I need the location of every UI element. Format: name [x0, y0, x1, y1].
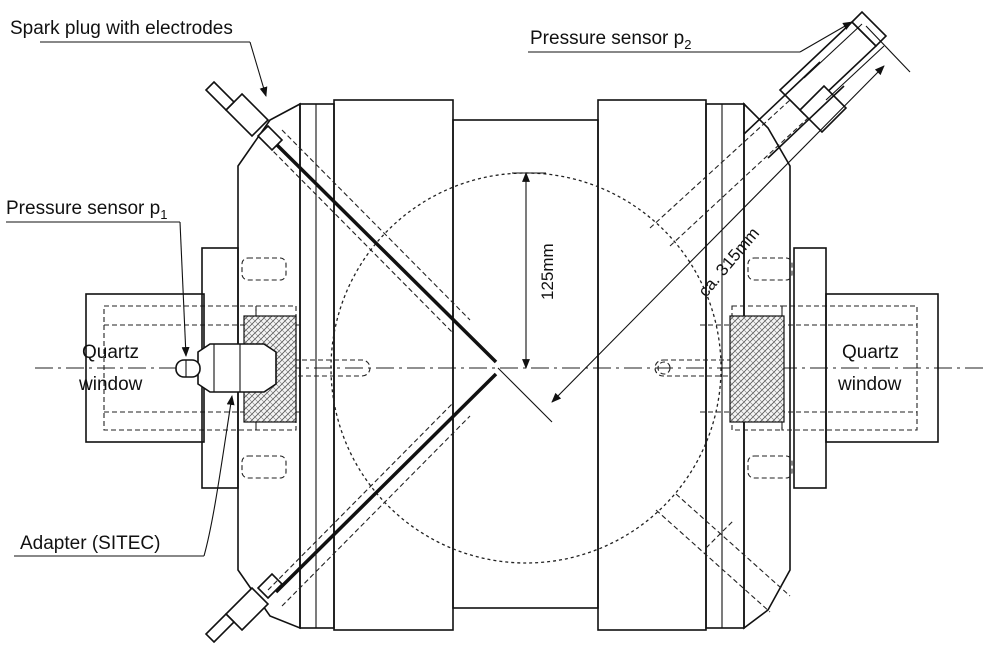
label-quartz-right-2: window	[837, 374, 902, 395]
right-flange-ring	[597, 99, 707, 631]
left-flange-ring	[333, 99, 454, 631]
leader-p1	[6, 221, 190, 357]
right-quartz-glass	[729, 315, 785, 423]
label-pressure-p1: Pressure sensor p1	[6, 198, 167, 222]
top-electrode	[274, 142, 498, 364]
label-pressure-p2: Pressure sensor p2	[530, 28, 691, 52]
spark-plug-bottom	[204, 372, 498, 644]
sensor-p1-tip	[175, 359, 201, 378]
label-quartz-left-2: window	[78, 374, 143, 395]
dimension-diameter: 125mm	[512, 172, 557, 369]
bottom-plug-tip	[204, 612, 236, 644]
diameter-label: 125mm	[538, 243, 557, 300]
chamber-body	[237, 99, 791, 631]
lower-right-port	[655, 493, 791, 613]
label-spark-plug: Spark plug with electrodes	[10, 18, 233, 39]
leader-spark-plug	[40, 41, 268, 97]
label-quartz-right-1: Quartz	[842, 342, 899, 363]
spark-plug-top	[204, 80, 498, 364]
label-quartz-left-1: Quartz	[82, 342, 139, 363]
leader-adapter	[14, 395, 235, 557]
label-adapter: Adapter (SITEC)	[20, 533, 160, 554]
length-label: ca. 315mm	[695, 224, 764, 301]
bottom-electrode	[274, 372, 498, 594]
top-plug-tip	[204, 80, 236, 112]
pressure-sensor-p1	[175, 343, 277, 393]
left-end-cap	[237, 102, 301, 630]
adapter-body	[197, 343, 277, 393]
leader-p2	[528, 21, 853, 53]
